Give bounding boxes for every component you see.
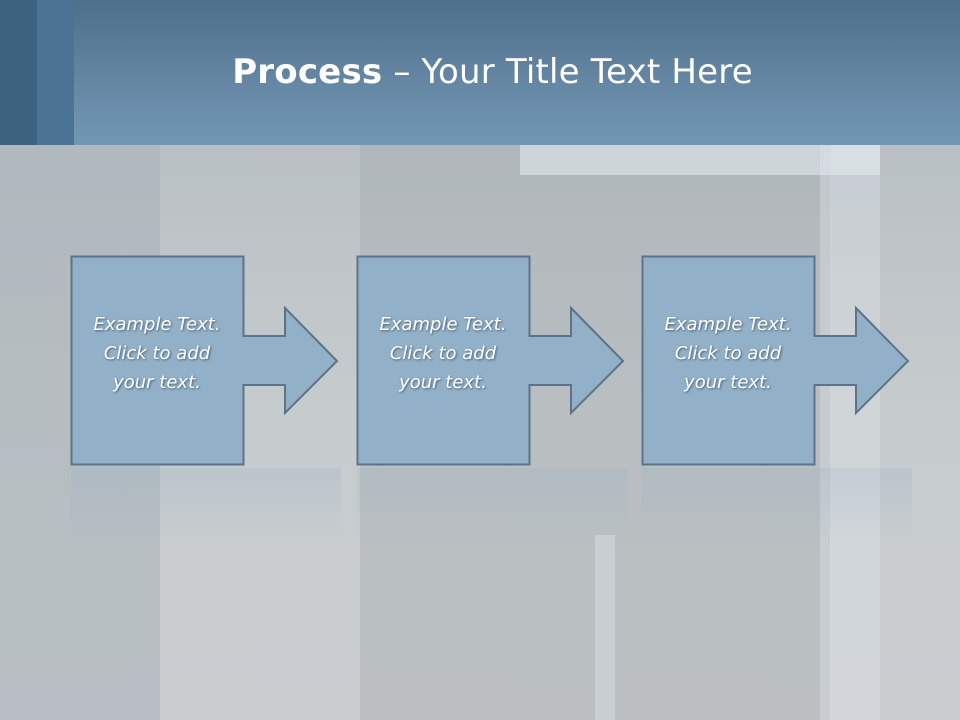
- step-text: Example Text. Click to add your text.: [379, 314, 507, 393]
- step-reflection: [357, 468, 627, 538]
- bg-stripe: [595, 535, 615, 720]
- slide-title[interactable]: Process – Your Title Text Here: [0, 52, 960, 92]
- header-accent-dark: [0, 0, 37, 145]
- title-bar: [0, 0, 960, 145]
- step-arrow-shape: [641, 255, 910, 466]
- bg-shirt: [520, 145, 880, 175]
- step-text: Example Text. Click to add your text.: [664, 314, 792, 393]
- title-rest: – Your Title Text Here: [382, 52, 753, 92]
- header-accent-mid: [37, 0, 74, 145]
- process-step-1[interactable]: Example Text. Click to add your text.: [70, 255, 341, 466]
- bg-right-light: [820, 145, 880, 720]
- step-arrow-shape: [356, 255, 625, 466]
- title-bold: Process: [232, 52, 383, 92]
- step-reflection: [642, 468, 912, 538]
- step-arrow-shape: [70, 255, 339, 466]
- process-step-3[interactable]: Example Text. Click to add your text.: [641, 255, 912, 466]
- step-reflection: [71, 468, 341, 538]
- process-step-2[interactable]: Example Text. Click to add your text.: [356, 255, 627, 466]
- step-text: Example Text. Click to add your text.: [93, 314, 221, 393]
